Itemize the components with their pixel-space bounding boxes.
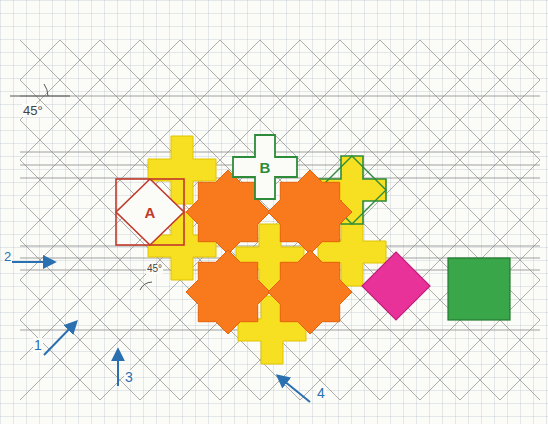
- pencil-line: [20, 96, 540, 97]
- pencil-diagonal: [36, 40, 460, 400]
- angle-label: 45°: [22, 104, 44, 117]
- angle-mark: [10, 84, 70, 96]
- pencil-diagonal: [20, 40, 204, 400]
- pattern-shapes: [148, 136, 510, 364]
- green-square: [448, 258, 510, 320]
- pencil-diagonal: [76, 40, 500, 400]
- arrow: [278, 376, 310, 402]
- callout-number: 1: [33, 338, 43, 352]
- construction-lines: [20, 40, 540, 400]
- pencil-diagonal: [220, 40, 540, 400]
- pencil-diagonal: [20, 40, 404, 400]
- pencil-diagonal: [60, 40, 484, 400]
- callout-number: 4: [316, 386, 326, 400]
- pencil-diagonal: [20, 40, 300, 400]
- pencil-diagonal: [316, 40, 540, 400]
- arrow: [117, 350, 119, 386]
- callout-number: 3: [124, 370, 134, 384]
- shape-letter: B: [260, 160, 271, 175]
- pencil-diagonal: [100, 40, 524, 400]
- arrow: [44, 322, 76, 355]
- orange-star: [268, 250, 352, 334]
- angle-mark: [140, 282, 152, 290]
- pencil-line: [20, 152, 540, 153]
- orange-star: [186, 250, 270, 334]
- pencil-diagonal: [20, 40, 364, 400]
- pencil-diagonal: [356, 40, 540, 400]
- pencil-diagonal: [460, 40, 540, 400]
- pencil-diagonal: [20, 40, 444, 400]
- direction-arrows: [4, 84, 310, 402]
- pencil-diagonal: [156, 40, 540, 400]
- pencil-diagonal: [20, 40, 100, 400]
- pencil-diagonal: [20, 40, 284, 400]
- pencil-diagonal: [476, 40, 540, 400]
- square-a: A: [115, 178, 185, 246]
- pencil-diagonal: [380, 40, 540, 400]
- pencil-diagonal: [396, 40, 540, 400]
- pink-diamond: [362, 252, 430, 320]
- orange-star: [268, 170, 352, 254]
- pencil-diagonal: [436, 40, 540, 400]
- pencil-diagonal: [20, 40, 124, 400]
- callout-number: 2: [3, 250, 12, 263]
- pencil-diagonal: [20, 40, 420, 400]
- pencil-diagonal: [116, 40, 540, 400]
- shape-letter: A: [145, 205, 156, 220]
- angle-label: 45°: [146, 264, 163, 274]
- cross-b: B: [231, 137, 299, 197]
- pencil-diagonal: [236, 40, 540, 400]
